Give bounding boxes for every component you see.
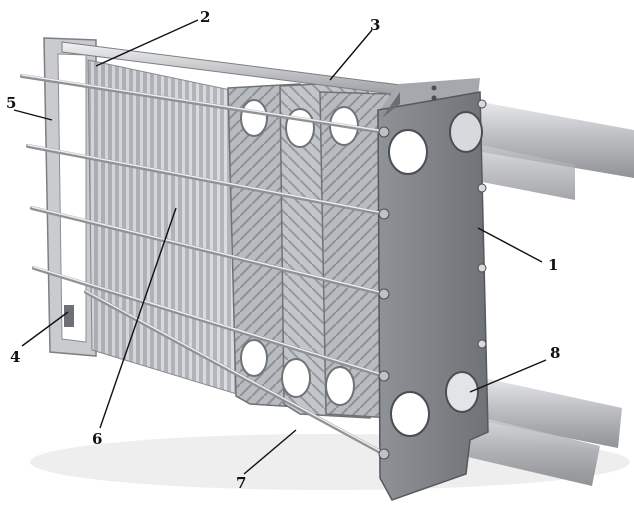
upper-port xyxy=(449,111,483,153)
callout-8: 8 xyxy=(550,344,560,362)
lower-port xyxy=(390,391,430,437)
callout-3: 3 xyxy=(370,16,380,34)
leader-line-3 xyxy=(329,29,373,81)
heat-plates xyxy=(227,81,393,419)
tie-bolt-highlights xyxy=(21,74,385,454)
callout-4: 4 xyxy=(10,348,20,366)
callout-6: 6 xyxy=(92,430,102,448)
upper-port xyxy=(388,129,428,175)
leader-line-6 xyxy=(99,207,177,429)
frame-plate xyxy=(377,78,489,501)
leader-line-7 xyxy=(243,429,297,475)
callout-5: 5 xyxy=(6,94,16,112)
leader-lines xyxy=(13,19,547,475)
plate-pack xyxy=(87,59,241,396)
lower-right-pipe xyxy=(466,375,622,448)
tie-bolts xyxy=(20,74,386,456)
plate-port xyxy=(285,108,315,148)
callout-labels: 1 2 3 4 5 6 7 8 xyxy=(6,8,560,492)
plate-port xyxy=(240,339,268,377)
bolt-stub xyxy=(64,305,74,327)
leader-line-5 xyxy=(13,109,53,121)
callout-2: 2 xyxy=(200,8,210,26)
plate-port xyxy=(325,366,355,406)
leader-line-1 xyxy=(477,227,543,263)
leader-line-8 xyxy=(469,359,547,393)
callout-1: 1 xyxy=(548,256,558,274)
lower-port xyxy=(445,371,479,413)
leader-line-2 xyxy=(95,19,199,67)
upper-right-pipe xyxy=(470,100,634,178)
bolt-nuts xyxy=(378,126,390,460)
plate-port xyxy=(281,358,311,398)
plate-port xyxy=(240,99,268,137)
callout-7: 7 xyxy=(236,474,246,492)
leader-line-4 xyxy=(21,311,69,347)
